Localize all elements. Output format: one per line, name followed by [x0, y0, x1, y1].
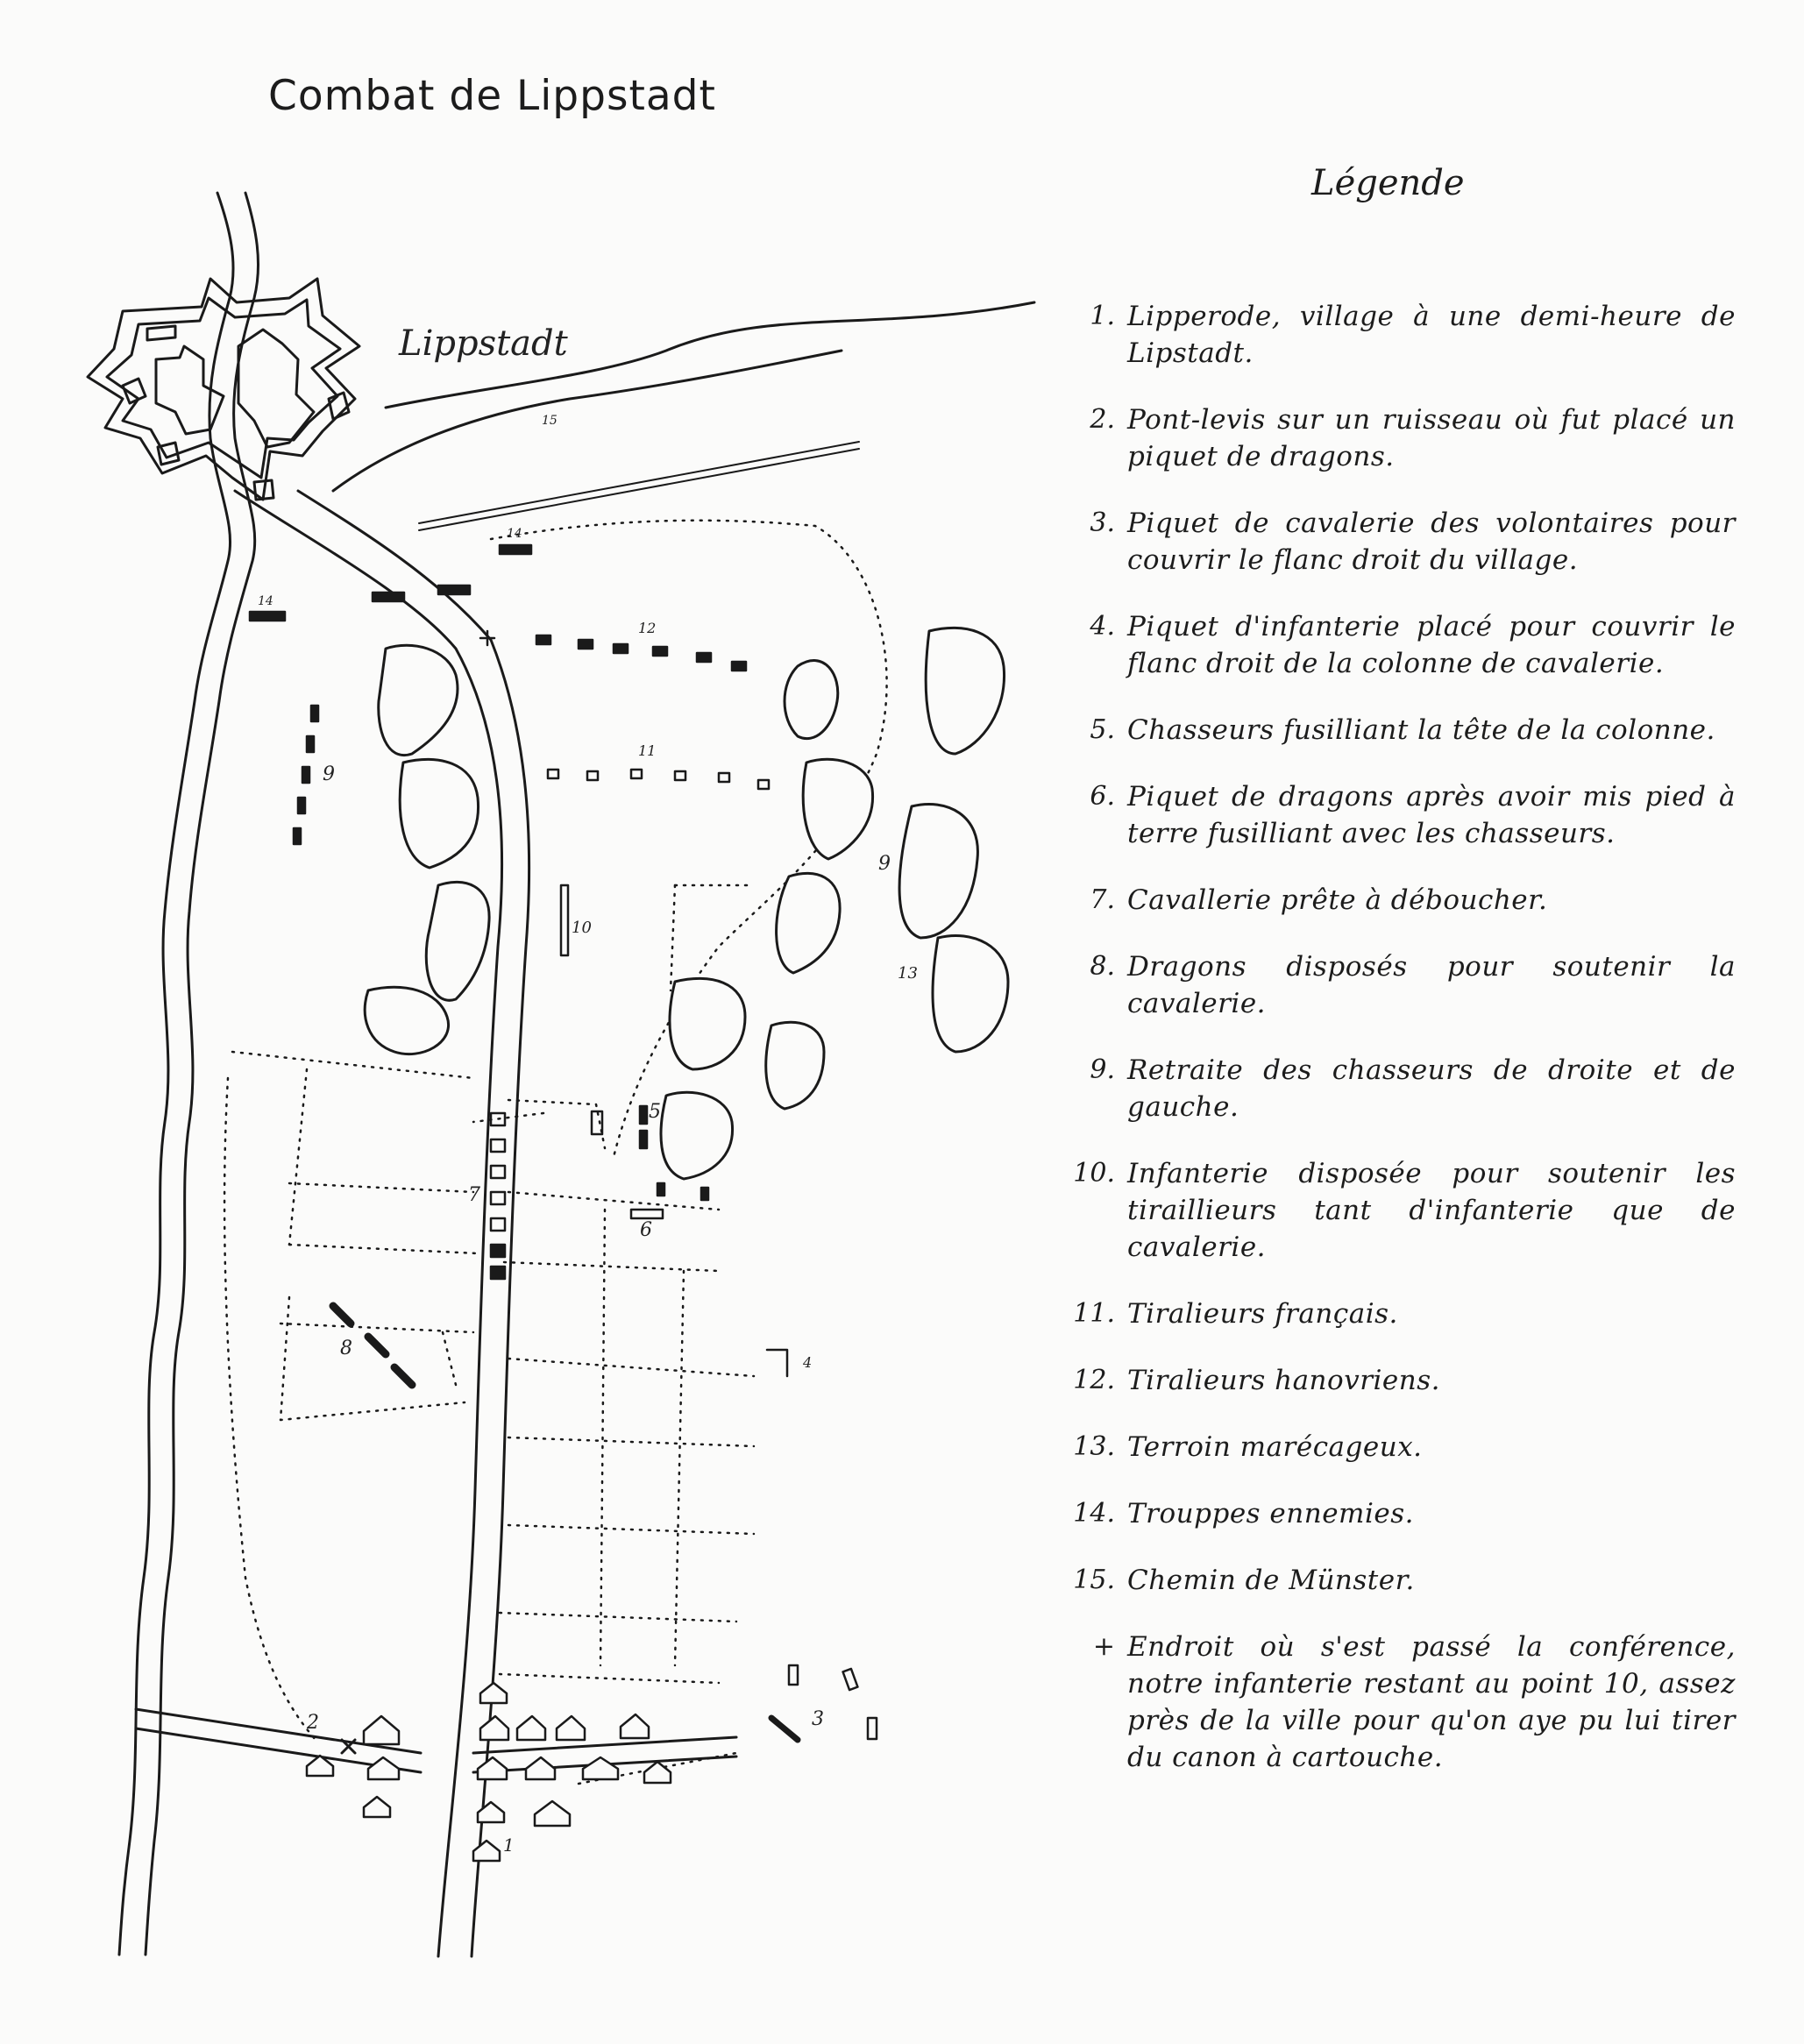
- legend-item: 9. Retraite des chasseurs de droite et de…: [1061, 1052, 1736, 1125]
- legend-item: 7. Cavallerie prête à déboucher.: [1061, 882, 1736, 919]
- legend-item: 8. Dragons disposés pour soutenir la cava…: [1061, 948, 1736, 1022]
- legend-text: Piquet de cavalerie des volontaires pour…: [1127, 507, 1736, 576]
- legend-number: 12.: [1073, 1365, 1115, 1395]
- legend-item: 11. Tiralieurs français.: [1061, 1295, 1736, 1332]
- legend-item: 2. Pont-levis sur un ruisseau où fut plac…: [1061, 401, 1736, 475]
- bridge-icon: [340, 1738, 357, 1755]
- legend-text: Chasseurs fusilliant la tête de la colon…: [1127, 714, 1715, 746]
- legend-number: +: [1092, 1631, 1115, 1662]
- legend-text: Terroin marécageux.: [1127, 1431, 1423, 1463]
- legend-number: 2.: [1090, 404, 1115, 435]
- marker-5: 5: [649, 1101, 661, 1123]
- marker-9-right: 9: [878, 853, 891, 875]
- legend-text: Lipperode, village à une demi-heure de L…: [1127, 301, 1736, 369]
- legend-list: 1. Lipperode, village à une demi-heure de…: [1061, 298, 1736, 1806]
- marker-14-right: 14: [507, 527, 522, 541]
- conference-cross-icon: [479, 629, 496, 647]
- marker-2: 2: [306, 1712, 319, 1734]
- legend-text: Piquet d'infanterie placé pour couvrir l…: [1127, 611, 1736, 679]
- legend-number: 6.: [1090, 781, 1115, 812]
- legend-item: 13. Terroin marécageux.: [1061, 1429, 1736, 1466]
- map-title: Combat de Lippstadt: [268, 72, 716, 120]
- road-to-munster: [331, 301, 1036, 493]
- marker-6: 6: [640, 1219, 652, 1241]
- marker-11: 11: [638, 742, 656, 759]
- troop-units: [248, 543, 878, 1743]
- marker-3: 3: [812, 1708, 824, 1730]
- legend-text: Pont-levis sur un ruisseau où fut placé …: [1127, 404, 1736, 472]
- marker-10: 10: [572, 919, 592, 937]
- legend-item: 12. Tiralieurs hanovriens.: [1061, 1362, 1736, 1399]
- legend-number: 10.: [1073, 1158, 1115, 1189]
- legend-text: Piquet de dragons après avoir mis pied à…: [1127, 781, 1736, 849]
- legend-text: Tiralieurs français.: [1127, 1298, 1398, 1330]
- legend-item: 14. Trouppes ennemies.: [1061, 1495, 1736, 1532]
- marker-9-left: 9: [323, 763, 335, 785]
- legend-item: + Endroit où s'est passé la conférence, n…: [1061, 1629, 1736, 1776]
- town-label: Lippstadt: [398, 323, 569, 364]
- legend-item: 15. Chemin de Münster.: [1061, 1562, 1736, 1599]
- marker-15: 15: [542, 414, 558, 428]
- legend-item: 3. Piquet de cavalerie des volontaires po…: [1061, 505, 1736, 578]
- marker-7: 7: [468, 1184, 480, 1206]
- legend-number: 1.: [1090, 301, 1115, 331]
- legend-item: 6. Piquet de dragons après avoir mis pied…: [1061, 778, 1736, 852]
- marker-8: 8: [340, 1338, 352, 1359]
- legend-number: 13.: [1073, 1431, 1115, 1462]
- legend-text: Trouppes ennemies.: [1127, 1498, 1414, 1529]
- legend-item: 1. Lipperode, village à une demi-heure de…: [1061, 298, 1736, 372]
- marker-1: 1: [503, 1835, 515, 1856]
- legend-text: Tiralieurs hanovriens.: [1127, 1365, 1441, 1396]
- marker-14-left: 14: [258, 594, 273, 608]
- legend-number: 8.: [1090, 951, 1115, 982]
- village-road: [134, 1707, 738, 1774]
- legend-number: 5.: [1090, 714, 1115, 745]
- legend-text: Dragons disposés pour soutenir la cavale…: [1127, 951, 1736, 1019]
- legend-number: 15.: [1073, 1565, 1115, 1595]
- legend-item: 4. Piquet d'infanterie placé pour couvrir…: [1061, 608, 1736, 682]
- legend-title: Légende: [1311, 163, 1465, 203]
- marker-13: 13: [898, 964, 918, 983]
- legend-number: 7.: [1090, 884, 1115, 915]
- woods: [363, 626, 1010, 1181]
- enemy-line: [418, 441, 860, 531]
- legend-text: Endroit où s'est passé la conférence, no…: [1127, 1631, 1736, 1773]
- legend-item: 5. Chasseurs fusilliant la tête de la col…: [1061, 712, 1736, 749]
- fortress-icon: [86, 277, 361, 501]
- legend-number: 11.: [1073, 1298, 1115, 1329]
- village-houses: [305, 1681, 672, 1863]
- river-icon: [117, 191, 260, 1956]
- map-labels: Lippstadt 1 2 3 4 5 6 7 8 9 9 10 11 12 1…: [258, 323, 918, 1856]
- legend-text: Cavallerie prête à déboucher.: [1127, 884, 1548, 916]
- legend-text: Chemin de Münster.: [1127, 1565, 1415, 1596]
- legend-number: 4.: [1090, 611, 1115, 642]
- legend-text: Infanterie disposée pour soutenir les ti…: [1127, 1158, 1736, 1263]
- legend-number: 3.: [1090, 507, 1115, 538]
- legend-number: 14.: [1073, 1498, 1115, 1529]
- legend-number: 9.: [1090, 1054, 1115, 1085]
- legend-item: 10. Infanterie disposée pour soutenir les…: [1061, 1155, 1736, 1266]
- legend-text: Retraite des chasseurs de droite et de g…: [1127, 1054, 1736, 1123]
- marker-4: 4: [802, 1354, 812, 1371]
- marker-12: 12: [638, 620, 656, 636]
